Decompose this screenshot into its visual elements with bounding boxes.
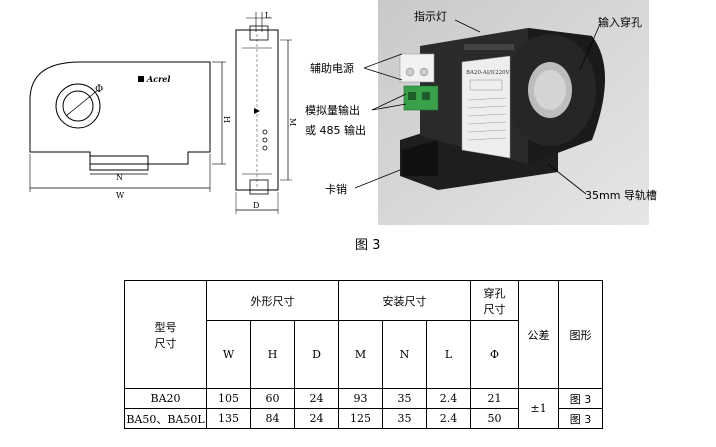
- dimension-table: 型号 尺寸 外形尺寸 安装尺寸 穿孔 尺寸 公差 图形 W H D M N L …: [124, 280, 603, 429]
- w-label: W: [116, 191, 125, 200]
- indicator-label: 指示灯: [414, 10, 447, 23]
- analog-output-label: 模拟量输出: [305, 104, 360, 117]
- brand-label: Acrel: [146, 74, 170, 84]
- header-figure: 图形: [558, 280, 603, 389]
- callout-leaders: [354, 19, 601, 195]
- header-hole-size: 穿孔 尺寸: [470, 280, 519, 321]
- product-photo-graphic: BA20-AI/I(220V): [378, 0, 649, 225]
- front-view-drawing: Φ Acrel N W H: [29, 61, 231, 200]
- subheader-n: N: [382, 320, 427, 389]
- side-view-drawing: L M D: [235, 11, 297, 214]
- l-label: L: [265, 11, 271, 20]
- product-photo: BA20-AI/I(220V): [378, 0, 649, 225]
- subheader-phi: Φ: [470, 320, 519, 389]
- subheader-l: L: [426, 320, 471, 389]
- model-plate-text: BA20-AI/I(220V): [466, 69, 512, 76]
- d-label: D: [253, 201, 259, 210]
- header-model-size: 型号 尺寸: [124, 280, 207, 389]
- table-row: BA50、BA50L 135 84 24 125 35 2.4 50 图 3: [124, 408, 603, 429]
- header-outer-size: 外形尺寸: [206, 280, 339, 321]
- table-row: BA20 105 60 24 93 35 2.4 21 ±1 图 3: [124, 388, 603, 429]
- latch-label: 卡销: [325, 183, 347, 196]
- aux-power-label: 辅助电源: [310, 62, 354, 75]
- header-install-size: 安装尺寸: [338, 280, 471, 321]
- input-hole-label: 输入穿孔: [598, 16, 642, 29]
- subheader-m: M: [338, 320, 383, 389]
- tolerance-value: ±1: [518, 388, 559, 429]
- rail-slot-label: 35mm 导轨槽: [585, 189, 657, 202]
- h-label: H: [222, 116, 231, 123]
- m-label: M: [288, 118, 297, 126]
- rs485-output-label: 或 485 输出: [305, 124, 366, 137]
- header-tolerance: 公差: [518, 280, 559, 389]
- subheader-h: H: [250, 320, 295, 389]
- subheader-d: D: [294, 320, 339, 389]
- phi-label: Φ: [95, 84, 103, 95]
- figure-caption: 图 3: [355, 238, 381, 253]
- n-label: N: [116, 173, 123, 182]
- subheader-w: W: [206, 320, 251, 389]
